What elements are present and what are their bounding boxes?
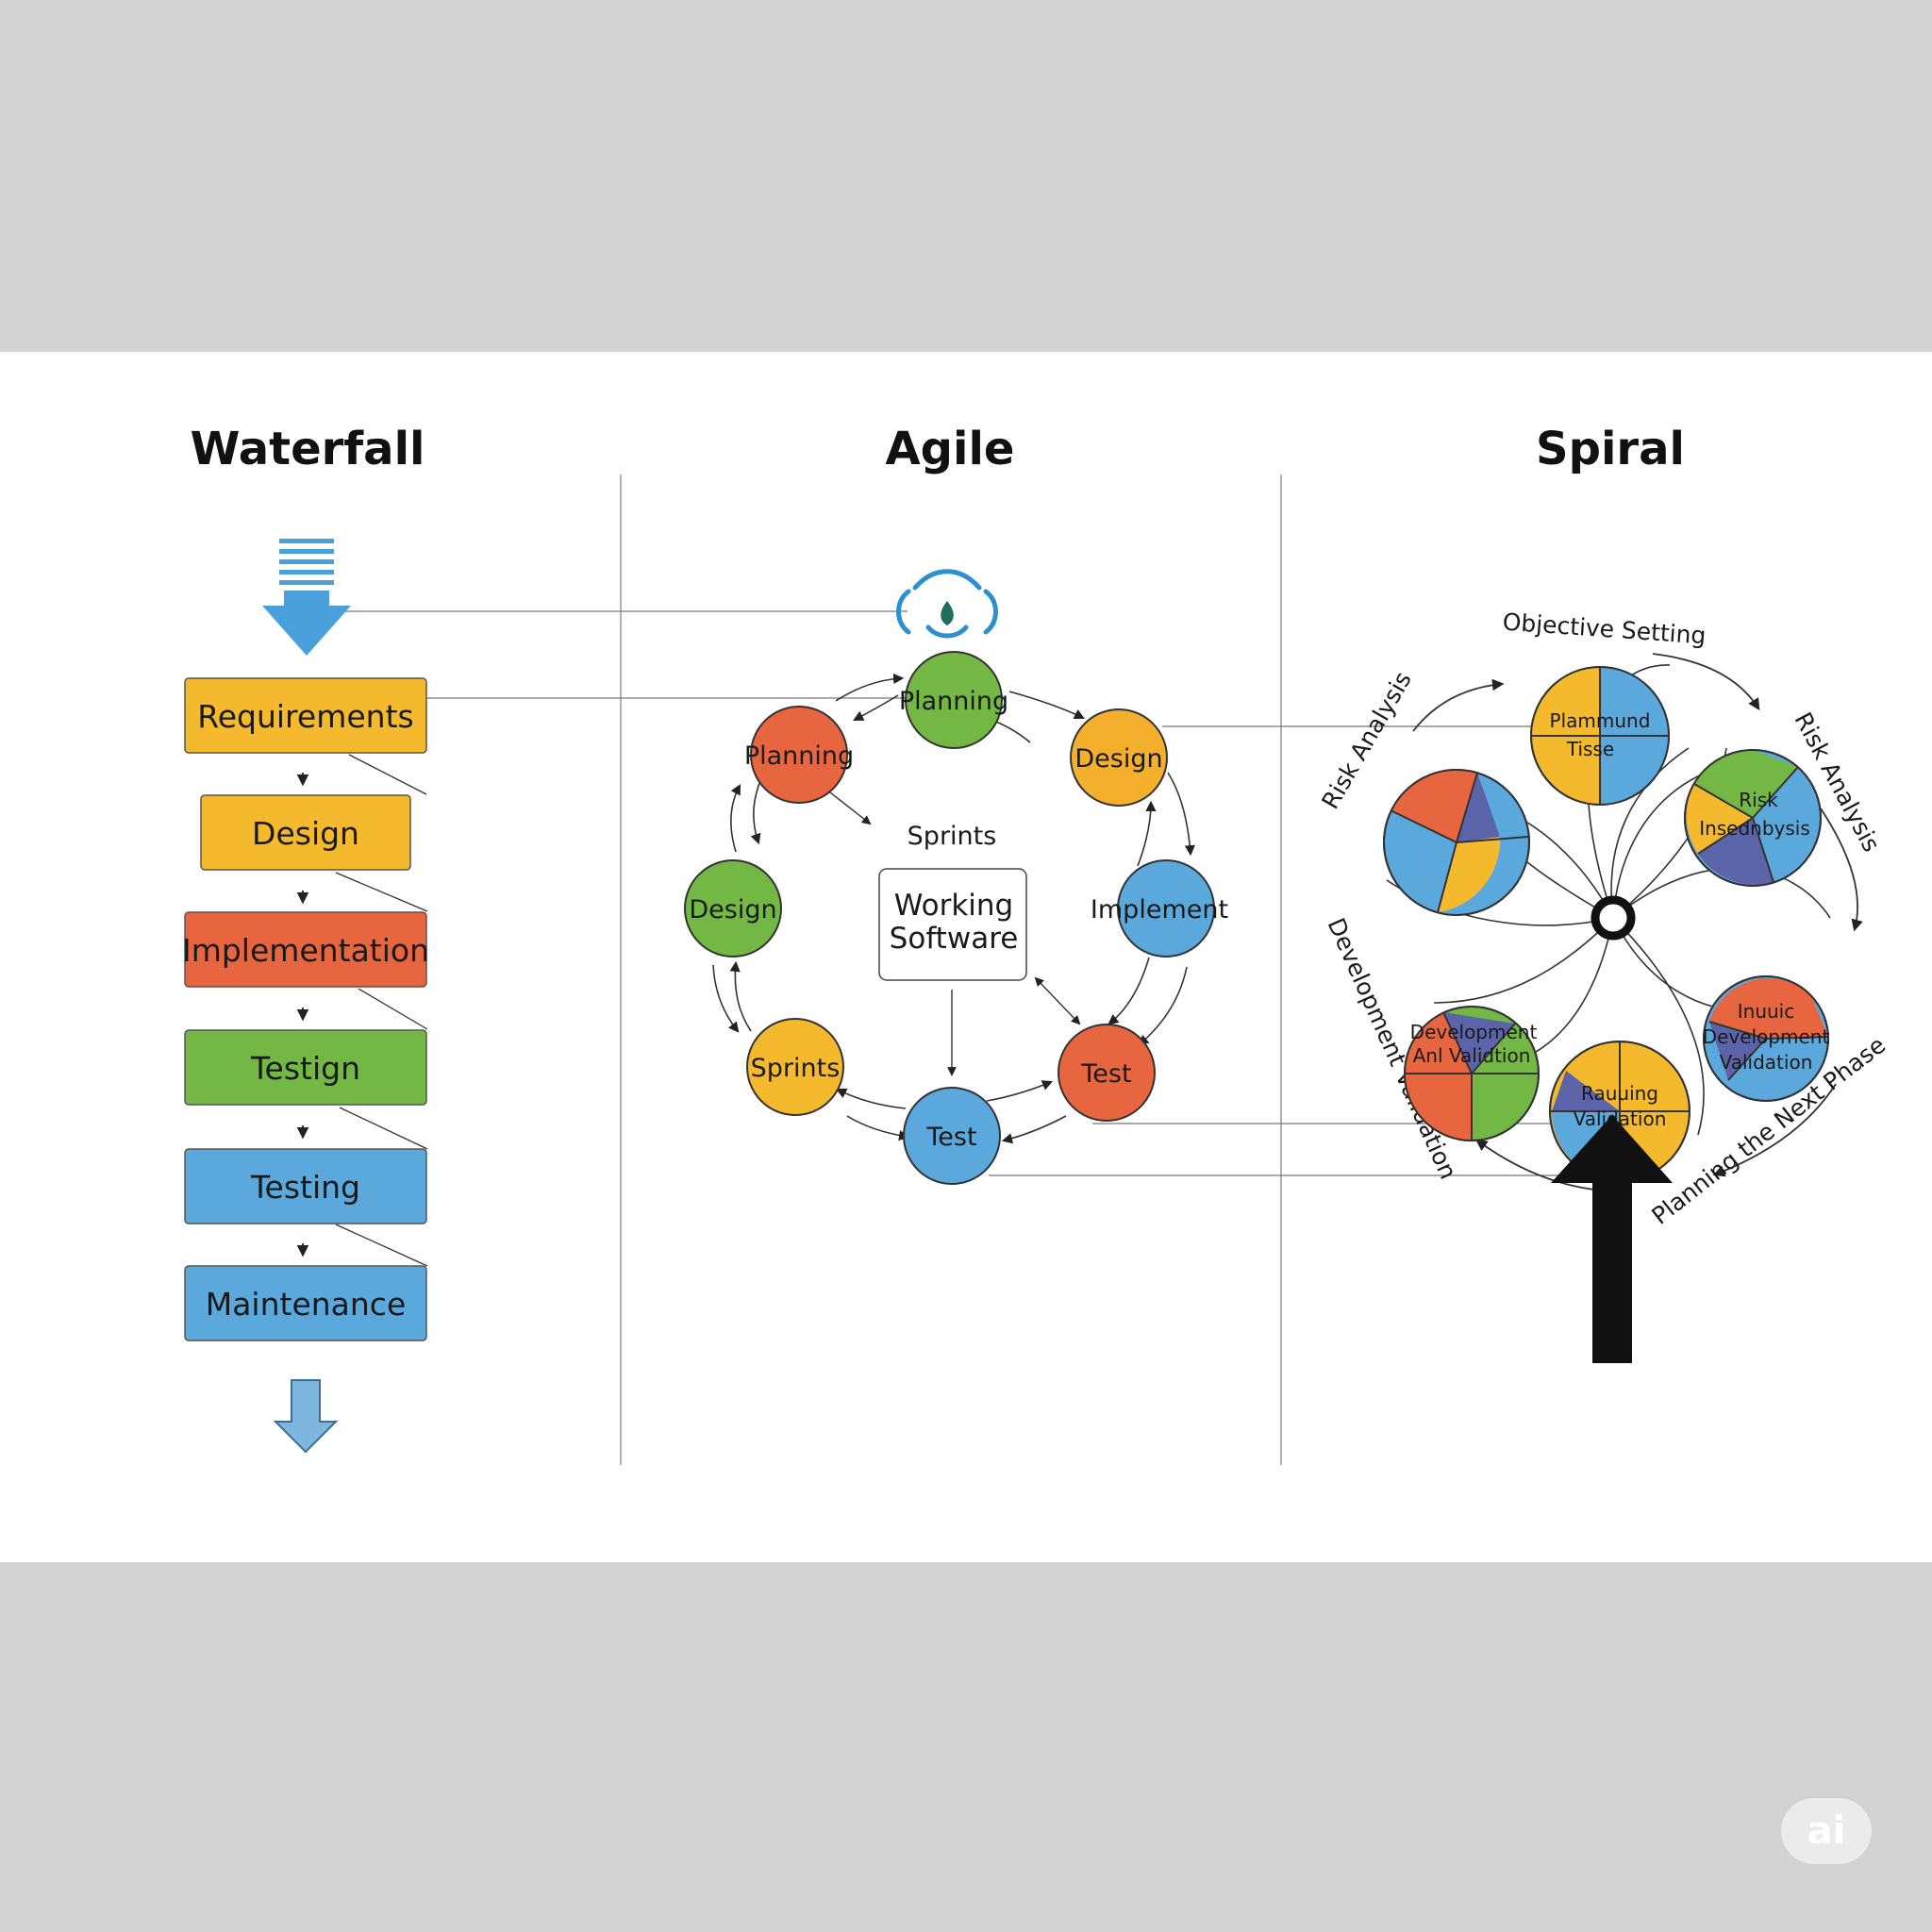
agile-node-label: Design xyxy=(689,895,776,924)
waterfall-step-design: Design xyxy=(200,794,411,871)
waterfall-step-testign: Testign xyxy=(184,1029,427,1106)
spiral-pie-label: Risk xyxy=(1739,789,1778,811)
spiral-outer-arcs xyxy=(1412,653,1863,1192)
working-software-line2: Software xyxy=(890,922,1019,956)
agile-node-label: Test xyxy=(925,1123,976,1152)
agile-node-test-bottom: Test xyxy=(903,1087,1001,1185)
waterfall-step-maintenance: Maintenance xyxy=(184,1265,427,1341)
spiral-pie-label: Validation xyxy=(1720,1051,1813,1074)
working-software-line1: Working xyxy=(894,889,1013,923)
spiral-title: Spiral xyxy=(1536,423,1685,475)
agile-node-design-left: Design xyxy=(684,859,782,958)
agile-node-label: Planning xyxy=(744,741,854,771)
waterfall-bottom-arrow xyxy=(273,1379,339,1454)
agile-node-label: Design xyxy=(1074,744,1162,774)
agile-node-design-right: Design xyxy=(1070,708,1168,807)
waterfall-step-label: Maintenance xyxy=(206,1286,407,1323)
waterfall-step-requirements: Requirements xyxy=(184,677,427,754)
spiral-pie-label: Rauuing xyxy=(1581,1082,1658,1105)
waterfall-box xyxy=(200,794,411,871)
spiral-pie-label: Insednbysis xyxy=(1699,817,1810,840)
spiral-center-hub xyxy=(1591,895,1636,941)
agile-node-implement: Implement xyxy=(1091,859,1228,958)
spiral-pie-left-bottom: Development Anl Validtion xyxy=(1404,1006,1540,1141)
spiral-pie-right-bottom: Inuuic Development Validation xyxy=(1703,975,1830,1102)
agile-node-planning-top: Planning xyxy=(899,651,1008,749)
spiral-up-arrow xyxy=(1551,1115,1673,1363)
waterfall-title: Waterfall xyxy=(191,423,425,475)
agile-node-label: Implement xyxy=(1091,895,1228,924)
waterfall-diagonal-lines xyxy=(335,754,428,1267)
spiral-pie-top: Plammund Tisse xyxy=(1530,666,1670,806)
waterfall-box xyxy=(184,1265,427,1341)
agile-node-planning-left: Planning xyxy=(744,706,854,804)
waterfall-step-label: Requirements xyxy=(197,698,413,735)
agile-working-software-box: Working Software xyxy=(878,868,1027,981)
waterfall-step-label: Implementation xyxy=(182,932,429,969)
spiral-pie-label: Tisse xyxy=(1566,738,1614,760)
waterfall-box xyxy=(184,1148,427,1224)
agile-ring-arrows xyxy=(712,673,1195,1144)
waterfall-box xyxy=(184,677,427,754)
spiral-pie-left-top xyxy=(1383,769,1530,916)
ai-watermark: ai xyxy=(1781,1798,1872,1864)
waterfall-box xyxy=(184,911,427,988)
spiral-label-objective: Objective Setting xyxy=(1502,608,1707,650)
waterfall-box xyxy=(184,1029,427,1106)
agile-node-label: Sprints xyxy=(751,1054,841,1083)
spiral-pie-label: Anl Validtion xyxy=(1413,1044,1531,1067)
spiral-pie-label: Plammund xyxy=(1550,709,1651,732)
waterfall-step-implementation: Implementation xyxy=(182,911,429,988)
sdlc-diagram: Waterfall Agile Spiral xyxy=(182,423,1890,1465)
agile-node-label: Planning xyxy=(899,687,1008,716)
agile-node-sprints: Sprints xyxy=(746,1018,844,1116)
agile-title: Agile xyxy=(886,423,1015,475)
spiral-pie-right-top: Risk Insednbysis xyxy=(1684,749,1822,887)
spiral-pie-label: Development xyxy=(1703,1025,1830,1048)
waterfall-step-testing: Testing xyxy=(184,1148,427,1224)
diagram-canvas: Waterfall Agile Spiral xyxy=(0,352,1932,1562)
waterfall-step-label: Testing xyxy=(250,1169,360,1206)
spiral-label-risk-left: Risk Analysis xyxy=(1316,667,1417,813)
agile-signal-icon xyxy=(896,569,998,639)
agile-center-caption: Sprints xyxy=(908,822,997,851)
waterfall-step-label: Testign xyxy=(250,1050,360,1087)
waterfall-top-arrow xyxy=(262,539,351,656)
waterfall-step-label: Design xyxy=(252,815,359,852)
agile-node-label: Test xyxy=(1080,1059,1131,1089)
agile-node-test-right: Test xyxy=(1058,1024,1156,1122)
spiral-pie-label: Development xyxy=(1410,1021,1538,1043)
spiral-pie-label: Inuuic xyxy=(1738,1000,1794,1023)
cross-connectors xyxy=(336,610,1623,1176)
